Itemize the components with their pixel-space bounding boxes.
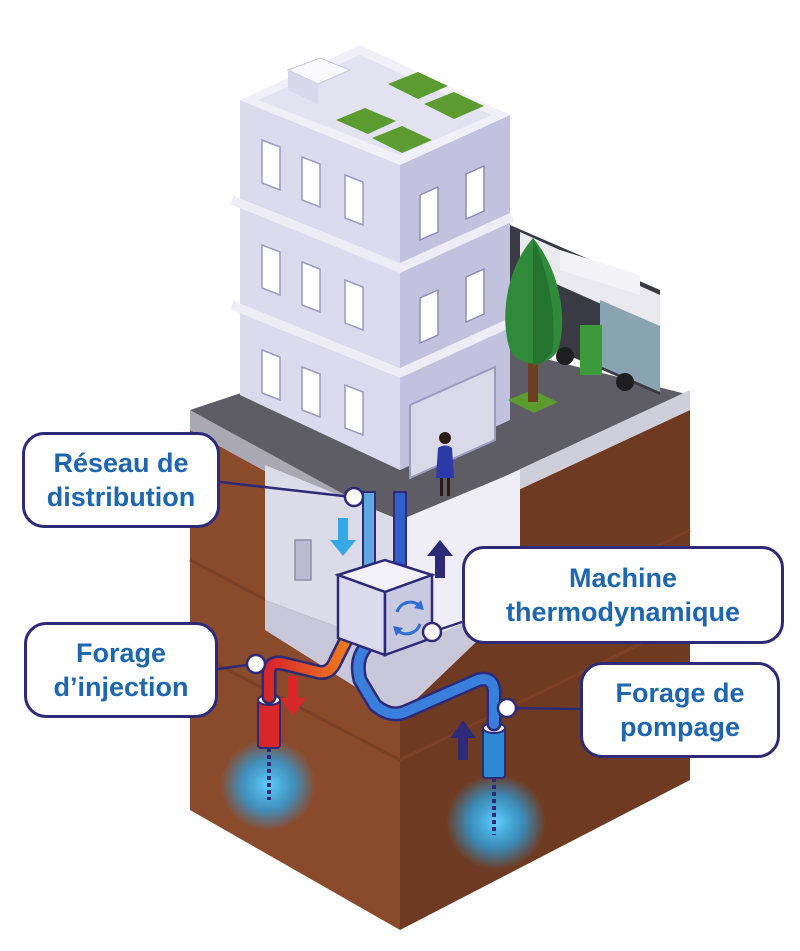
arrow-up-icon (427, 540, 453, 578)
label-distribution-line1: Réseau de (53, 448, 189, 478)
tree (505, 238, 563, 413)
shop-window (409, 365, 496, 480)
green-roof-3 (388, 72, 448, 99)
pedestrian (436, 432, 454, 496)
windows-left (261, 138, 364, 437)
label-injection-well: Forage d’injection (24, 622, 218, 718)
arrow-down-icon (330, 518, 356, 556)
label-distribution-network: Réseau de distribution (22, 432, 220, 528)
cold-pipe-fill (353, 643, 499, 729)
green-roof-4 (424, 92, 484, 119)
label-pumping-well: Forage de pompage (580, 662, 780, 758)
arrow-up-pump-icon (450, 720, 476, 760)
arrow-down-hot-icon (280, 676, 306, 716)
windows-right (419, 164, 485, 345)
leader-lines (217, 480, 581, 719)
rooftop-unit-side (288, 70, 318, 104)
recycle-icon (393, 600, 424, 636)
label-machine-line1: Machine (568, 563, 678, 593)
label-pompage-line1: Forage de (615, 678, 745, 708)
green-roof-1 (336, 108, 396, 134)
label-injection-line2: d’injection (53, 672, 189, 702)
label-pompage-line2: pompage (619, 712, 740, 742)
floor-bands (230, 195, 514, 378)
basement-door (294, 539, 312, 581)
label-thermodynamic-machine: Machine thermodynamique (462, 546, 784, 644)
green-roof-2 (372, 126, 432, 153)
label-machine-line2: thermodynamique (505, 597, 741, 627)
label-injection-line1: Forage (75, 638, 167, 668)
label-distribution-line2: distribution (46, 482, 196, 512)
basement-floor (265, 600, 520, 715)
